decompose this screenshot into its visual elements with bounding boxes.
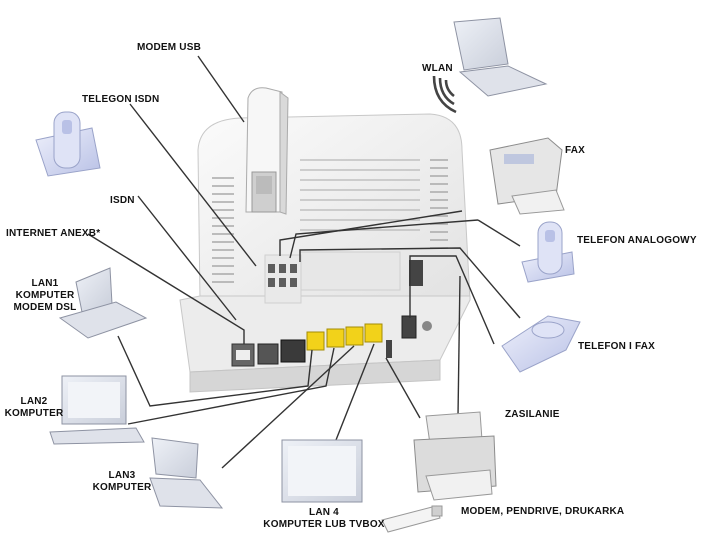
label-lan3-line1: LAN3: [108, 470, 136, 481]
router-icon: [179, 113, 471, 393]
label-lan1-line1: LAN1: [31, 278, 59, 289]
wifi-icon: [432, 75, 457, 114]
laptop-icon: [58, 267, 148, 339]
label-lan2: LAN2 KOMPUTER: [0, 396, 68, 420]
label-lan4-line1: LAN 4: [309, 507, 339, 518]
laptop-icon: [453, 17, 548, 97]
label-wlan: WLAN: [422, 63, 453, 74]
label-zasilanie: ZASILANIE: [505, 409, 560, 420]
label-telegon-isdn: TELEGON ISDN: [82, 94, 160, 105]
label-fax: FAX: [565, 145, 586, 156]
desktop-monitor-icon: [281, 439, 363, 503]
fax-icon: [489, 137, 565, 215]
printer-icon: [413, 411, 497, 501]
label-lan4-line2: KOMPUTER LUB TVBOX: [263, 519, 385, 530]
phone-icon: [521, 221, 575, 283]
usb-stick-icon: [381, 505, 443, 533]
label-lan3-line2: KOMPUTER: [92, 482, 152, 493]
label-lan4: LAN 4 KOMPUTER LUB TVBOX: [204, 507, 444, 531]
label-telefon-analogowy: TELEFON ANALOGOWY: [577, 235, 697, 246]
label-internet-anexb: INTERNET ANEXB*: [6, 228, 101, 239]
label-telefon-i-fax: TELEFON I FAX: [578, 341, 656, 352]
label-lan2-line1: LAN2: [20, 396, 48, 407]
label-lan1-line2: KOMPUTER: [15, 290, 75, 301]
laptop-icon: [149, 437, 224, 509]
connector-lines: [87, 55, 521, 469]
label-lan2-line2: KOMPUTER: [4, 408, 64, 419]
label-lan3: LAN3 KOMPUTER: [88, 470, 156, 494]
phone-icon: [501, 315, 581, 373]
label-isdn: ISDN: [110, 195, 135, 206]
phone-icon: [35, 111, 101, 177]
usb-modem-icon: [245, 87, 289, 215]
label-lan1: LAN1 KOMPUTER MODEM DSL: [4, 278, 86, 314]
label-lan1-line3: MODEM DSL: [13, 302, 77, 313]
desktop-monitor-icon: [49, 375, 145, 445]
label-modem-pendrive-drukarka: MODEM, PENDRIVE, DRUKARKA: [461, 506, 625, 517]
label-modem-usb: MODEM USB: [137, 42, 202, 53]
